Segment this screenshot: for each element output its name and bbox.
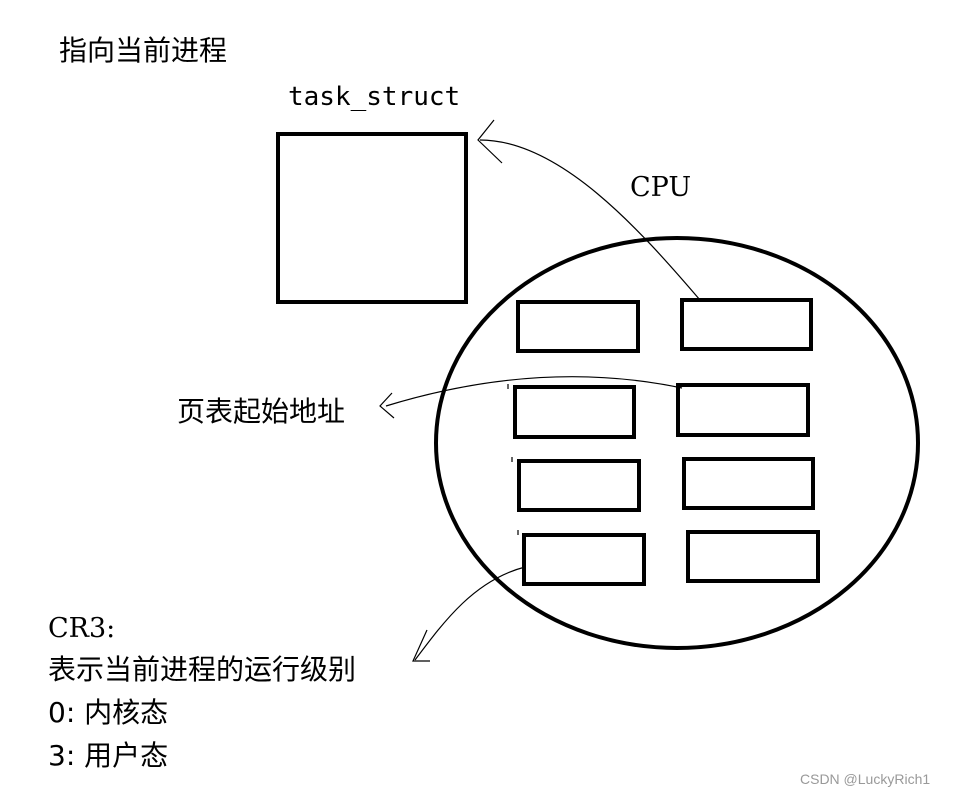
pointer-arrowhead-page-table <box>379 392 395 419</box>
register-box-3-right <box>682 457 815 510</box>
label-task-struct: task_struct <box>288 82 461 112</box>
pointer-curve-page-table <box>385 376 683 407</box>
task-struct-box <box>276 132 468 304</box>
register-box-4-left <box>522 533 646 586</box>
register-box-2-right <box>676 383 810 437</box>
register-box-4-right <box>686 530 820 583</box>
label-page-table-address: 页表起始地址 <box>177 395 346 428</box>
pointer-curve-run-level <box>414 566 526 661</box>
register-box-1-right <box>680 298 813 351</box>
label-user-mode: 3: 用户态 <box>48 739 169 772</box>
pointer-curve-task-struct <box>479 139 701 301</box>
pointer-arrowhead-run-level <box>412 629 430 662</box>
pointer-arrowhead-task-struct <box>477 119 503 164</box>
register-box-1-left <box>516 300 640 353</box>
label-run-level: 表示当前进程的运行级别 <box>48 653 357 686</box>
label-current-process: 指向当前进程 <box>59 34 228 67</box>
label-cpu: CPU <box>630 172 692 203</box>
watermark: CSDN @LuckyRich1 <box>800 771 931 787</box>
register-box-3-left <box>517 459 641 512</box>
label-kernel-mode: 0: 内核态 <box>48 696 169 729</box>
cpu-ellipse <box>434 236 920 650</box>
register-box-2-left <box>513 385 636 439</box>
label-cr3: CR3: <box>48 613 116 644</box>
